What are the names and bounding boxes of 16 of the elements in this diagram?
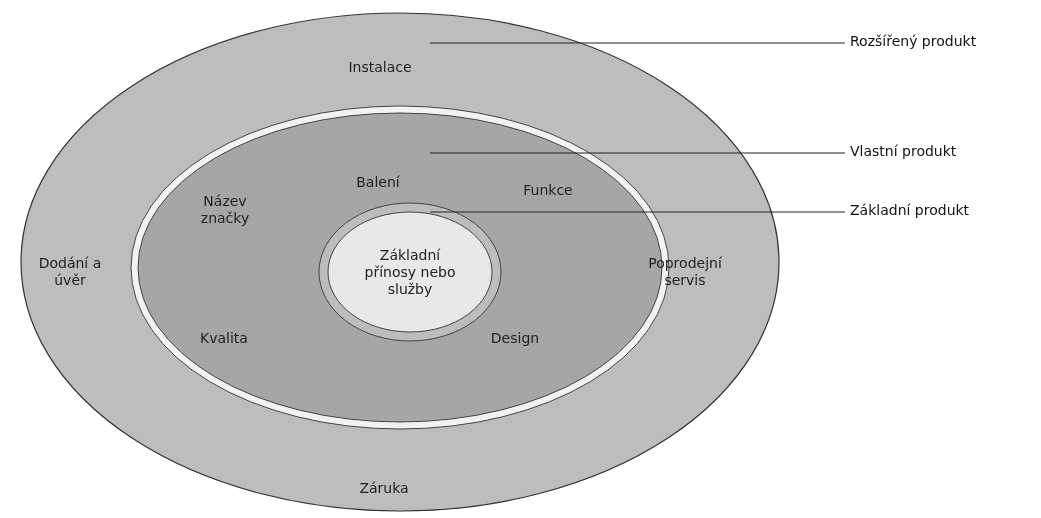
ring-item-text: Design xyxy=(489,329,541,347)
ring-item-text: Záruka xyxy=(358,479,410,497)
ring-item-text: Dodání a úvěr xyxy=(37,255,103,289)
ring-item-text: Instalace xyxy=(347,58,413,76)
ring-item-text: Základní přínosy nebo služby xyxy=(363,246,457,298)
ring-item-text: Funkce xyxy=(522,181,574,199)
ring-item-text: Balení xyxy=(355,173,401,191)
leader-line xyxy=(429,42,846,44)
ring-item-text: Název značky xyxy=(199,193,251,227)
ring-item-text: Kvalita xyxy=(199,329,249,347)
leader-line xyxy=(429,211,846,213)
leader-label: Rozšířený produkt xyxy=(850,33,977,49)
leader-label: Základní produkt xyxy=(850,202,970,218)
ring-item-text: Poprodejní servis xyxy=(647,255,723,289)
leader-line xyxy=(429,152,846,154)
leader-label: Vlastní produkt xyxy=(850,143,957,159)
